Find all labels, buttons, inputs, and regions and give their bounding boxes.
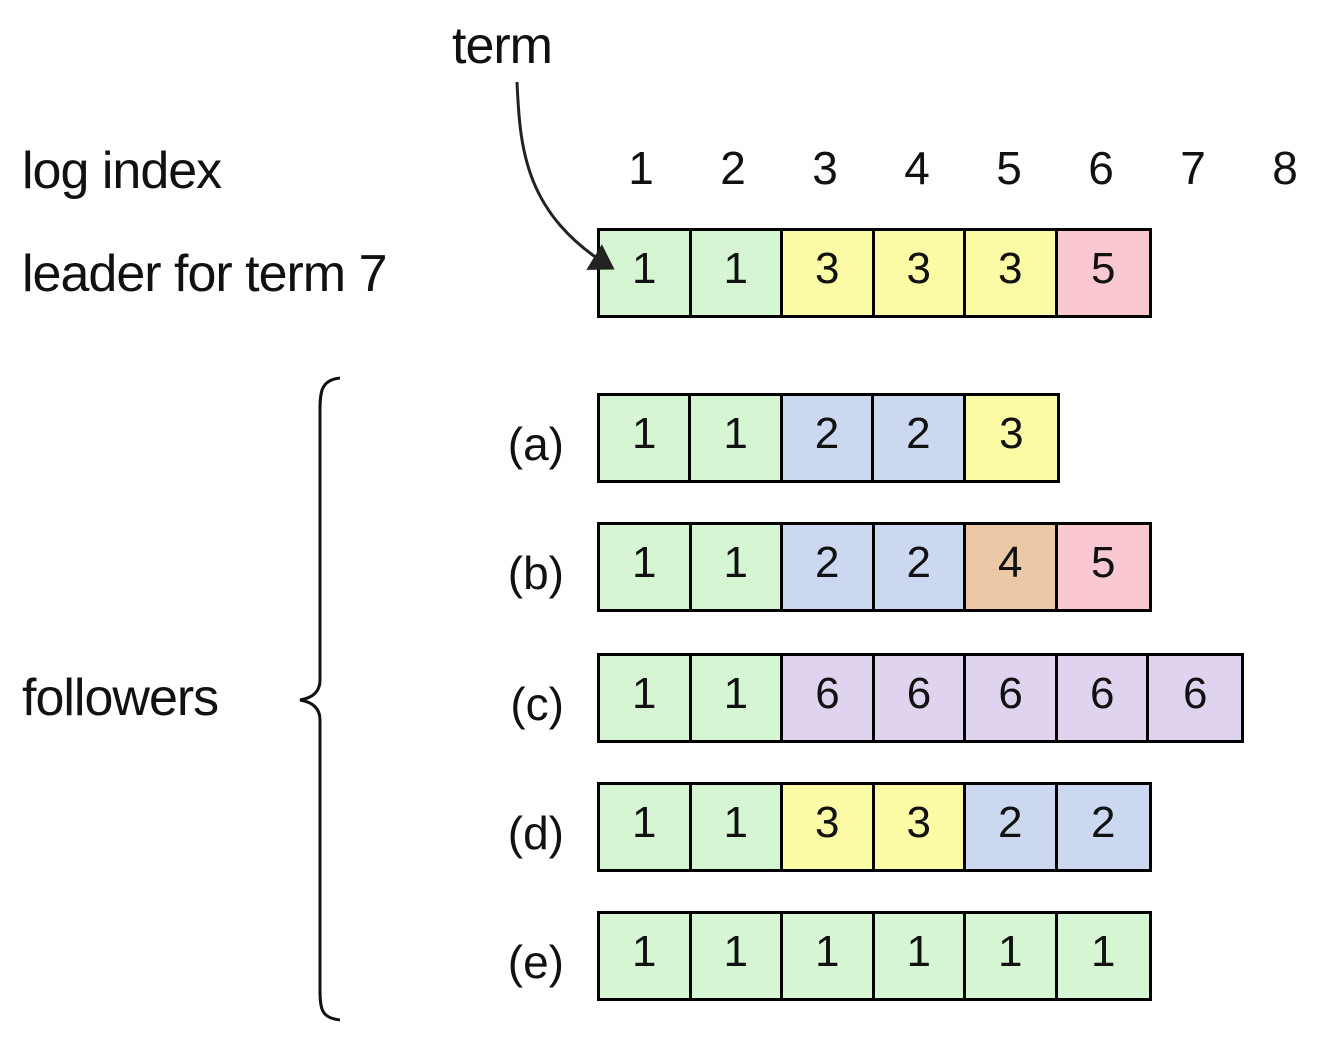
log-index-8: 8 <box>1272 142 1298 194</box>
log-entry: 2 <box>874 396 966 480</box>
follower-label: (d) <box>507 807 564 859</box>
log-entry: 3 <box>874 785 966 869</box>
log-entry: 3 <box>965 396 1058 480</box>
log-entry: 1 <box>691 914 783 998</box>
log-entry: 6 <box>783 656 875 740</box>
log-entry: 3 <box>783 231 875 315</box>
log-entry: 1 <box>600 656 692 740</box>
log-entry: 6 <box>1149 656 1242 740</box>
log-entry: 3 <box>874 231 966 315</box>
log-entry: 1 <box>600 396 692 480</box>
follower-label: (c) <box>510 678 564 730</box>
log-entry: 1 <box>966 914 1058 998</box>
log-entry: 1 <box>600 525 692 609</box>
log-entry: 1 <box>874 914 966 998</box>
leader-label: leader for term 7 <box>22 245 387 303</box>
followers-label: followers <box>22 669 219 727</box>
log-entry: 4 <box>966 525 1058 609</box>
log-entry: 6 <box>874 656 967 740</box>
term-label: term <box>452 17 553 75</box>
log-entry: 5 <box>1057 231 1149 315</box>
log-entry: 1 <box>691 656 784 740</box>
log-entry: 5 <box>1057 525 1149 609</box>
log-index-4: 4 <box>904 142 930 194</box>
log-entry: 1 <box>783 914 875 998</box>
log-entry: 1 <box>1057 914 1149 998</box>
log-entry: 1 <box>600 231 692 315</box>
log-index-6: 6 <box>1088 142 1114 194</box>
log-entry: 6 <box>1057 656 1150 740</box>
log-index-2: 2 <box>720 142 746 194</box>
follower-label: (e) <box>507 936 564 988</box>
log-entry: 2 <box>966 785 1058 869</box>
term-arrow <box>515 81 615 270</box>
log-entry: 1 <box>600 914 692 998</box>
log-entry: 3 <box>783 785 875 869</box>
followers-brace <box>299 376 341 1022</box>
log-entry: 2 <box>1057 785 1149 869</box>
log-entry: 1 <box>600 785 692 869</box>
log-entry: 3 <box>966 231 1058 315</box>
follower-label: (a) <box>507 418 564 470</box>
log-entry: 1 <box>691 231 783 315</box>
log-index-5: 5 <box>996 142 1022 194</box>
log-entry: 1 <box>691 525 783 609</box>
log-entry: 6 <box>966 656 1058 740</box>
log-index-7: 7 <box>1180 142 1206 194</box>
log-entry: 2 <box>783 525 875 609</box>
log-entry: 2 <box>782 396 875 480</box>
log-index-1: 1 <box>628 142 654 194</box>
log-entry: 1 <box>691 785 783 869</box>
follower-label: (b) <box>507 547 564 599</box>
log-index-3: 3 <box>812 142 838 194</box>
log-entry: 2 <box>874 525 966 609</box>
log-index-label: log index <box>22 142 222 200</box>
log-entry: 1 <box>691 396 783 480</box>
